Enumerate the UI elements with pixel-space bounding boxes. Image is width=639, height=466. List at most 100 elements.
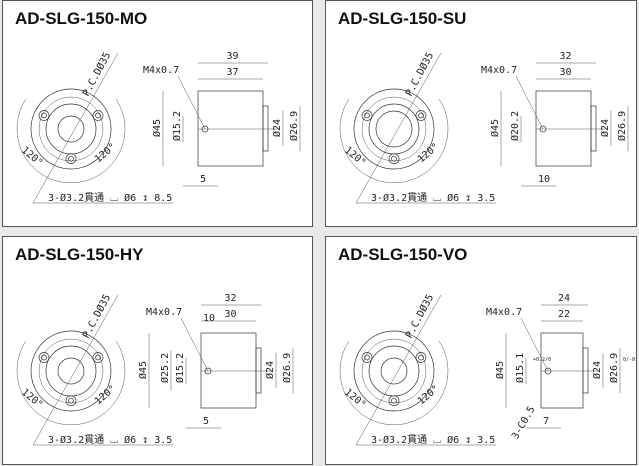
overall-dim: 32: [225, 293, 237, 304]
tap-hole: [539, 125, 547, 133]
bore-tolerance: +0.2/0: [533, 357, 551, 363]
od-dim: Ø45: [494, 361, 506, 379]
mounting-hole-inner: [95, 354, 101, 361]
angle-label-right: 120°: [93, 383, 119, 407]
mounting-hole-inner: [41, 112, 47, 119]
flange-side: [582, 347, 589, 394]
pcd-circle: [38, 96, 104, 162]
hole-note: 3-Ø3.2貫通 ⌴ Ø6 ↧ 3.5: [371, 434, 495, 446]
tap-label: M4x0.7: [481, 65, 517, 76]
bottom-dim: 5: [200, 174, 206, 185]
body-dim: 30: [225, 309, 237, 320]
tap-hole: [204, 367, 212, 375]
angle-label-left: 120°: [19, 387, 45, 411]
panel-title: AD-SLG-150-HY: [15, 245, 144, 264]
mounting-hole: [388, 153, 400, 165]
flange2-dim: Ø26.9: [608, 353, 620, 383]
overall-dim: 32: [560, 51, 572, 62]
body-side: [535, 90, 592, 167]
body-dim: 22: [558, 309, 570, 320]
bore-circle: [375, 110, 413, 148]
tap-label: M4x0.7: [146, 307, 182, 318]
angle-label-left: 120°: [342, 145, 368, 169]
angle-label-left: 120°: [342, 387, 368, 411]
mounting-hole-inner: [364, 112, 370, 119]
body-dim: 30: [560, 67, 572, 78]
flange-side: [255, 347, 262, 394]
mounting-hole-inner: [364, 354, 370, 361]
bore-circle: [57, 115, 85, 143]
bore-dim: Ø20.2: [509, 111, 521, 141]
mounting-hole: [388, 395, 400, 407]
angle-arc: [339, 340, 449, 426]
pcd-label: P.C.DØ35: [403, 50, 436, 98]
bottom-dim: 10: [538, 174, 550, 185]
mounting-hole: [92, 110, 104, 121]
tap-label: M4x0.7: [486, 307, 522, 318]
bore-circle: [57, 357, 85, 385]
mounting-hole: [415, 110, 427, 121]
angle-arc: [16, 98, 126, 184]
od-dim: Ø45: [137, 361, 149, 379]
tap-leader: [180, 317, 209, 372]
outer-circle: [30, 330, 112, 412]
mounting-hole: [92, 352, 104, 363]
flange1-dim: Ø24: [591, 361, 603, 379]
mounting-hole: [361, 110, 373, 121]
counterbore-circle: [368, 345, 420, 397]
tap-hole: [201, 125, 209, 133]
pcd-circle: [361, 96, 427, 162]
flange-side: [590, 105, 597, 152]
mounting-hole-inner: [418, 354, 424, 361]
angle-arc: [339, 98, 449, 184]
tap-hole: [544, 367, 552, 375]
outer-circle: [30, 88, 112, 170]
tap-leader: [515, 75, 544, 130]
panel-title: AD-SLG-150-SU: [338, 9, 467, 28]
counterbore-circle: [368, 103, 420, 155]
pcd-label: P.C.DØ35: [80, 50, 113, 98]
tap-leader: [177, 75, 206, 130]
pcd-circle: [38, 338, 104, 404]
pcd-label: P.C.DØ35: [80, 292, 113, 340]
flange2-dim: Ø26.9: [616, 111, 628, 141]
panel-title: AD-SLG-150-MO: [15, 9, 148, 28]
step-dim: 10: [203, 313, 215, 324]
leader-line: [32, 52, 119, 204]
overall-dim: 24: [558, 293, 570, 304]
mounting-hole-inner: [41, 354, 47, 361]
angle-arc: [16, 340, 126, 426]
flange1-dim: Ø24: [599, 119, 611, 137]
hole-note: 3-Ø3.2貫通 ⌴ Ø6 ↧ 3.5: [371, 192, 495, 204]
angle-label-right: 120°: [93, 141, 119, 165]
outer-circle: [353, 88, 435, 170]
pcd-circle: [361, 338, 427, 404]
flange2-dim: Ø26.9: [281, 353, 293, 383]
flange1-dim: Ø24: [271, 119, 283, 137]
mounting-hole-inner: [95, 112, 101, 119]
chamfer-dim: 3-C0.5: [510, 405, 538, 442]
flange-side: [262, 105, 269, 152]
mounting-hole: [65, 395, 77, 407]
mounting-hole: [38, 110, 50, 121]
body-side: [540, 332, 584, 409]
angle-label-left: 120°: [19, 145, 45, 169]
bottom-dim: 7: [543, 416, 549, 427]
flange1-dim: Ø24: [264, 361, 276, 379]
mounting-hole-inner: [68, 397, 74, 404]
leader-line: [32, 294, 119, 446]
body-dim: 37: [227, 67, 239, 78]
bore2-dim: Ø25.2: [159, 353, 171, 383]
flange2-tolerance: 0/-0.2: [623, 357, 638, 363]
flange2-dim: Ø26.9: [288, 111, 300, 141]
od-dim: Ø45: [151, 119, 163, 137]
mounting-hole: [38, 352, 50, 363]
bottom-dim: 5: [203, 416, 209, 427]
overall-dim: 39: [227, 51, 239, 62]
